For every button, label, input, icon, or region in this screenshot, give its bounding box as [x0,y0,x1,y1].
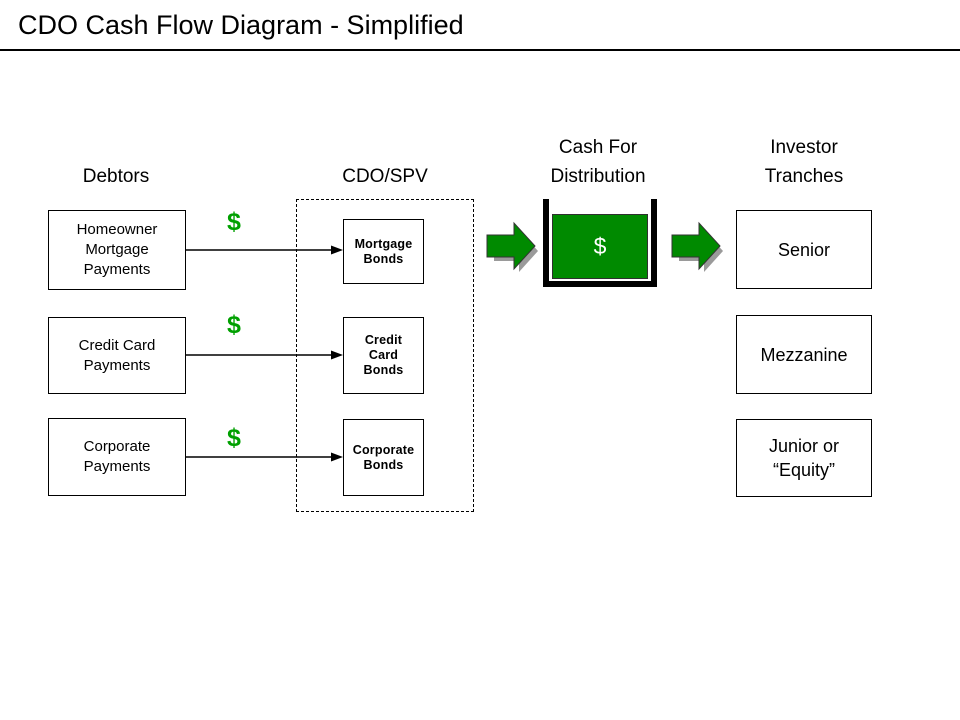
debtor-box-homeowner-mortgage-payments[interactable]: Homeowner Mortgage Payments [48,210,186,290]
tranche-box-line-1: Junior or [768,436,840,456]
debtor-box-line-1: Homeowner [76,221,158,238]
bucket-wall-right [651,199,657,287]
bond-box-credit-card-bonds[interactable]: Credit Card Bonds [343,317,424,394]
bond-box-line-1: Credit [364,333,403,347]
column-header-investor-tranches: Investor Tranches [734,133,874,191]
column-header-debtors: Debtors [82,166,150,187]
bond-box-mortgage-bonds[interactable]: Mortgage Bonds [343,219,424,284]
title-divider [0,49,960,51]
tranche-box-senior[interactable]: Senior [736,210,872,289]
debtor-box-line-2: Payments [83,356,151,374]
tranche-box-mezzanine[interactable]: Mezzanine [736,315,872,394]
column-header-cash-line-2: Distribution [550,166,646,187]
debtor-box-credit-card-payments[interactable]: Credit Card Payments [48,317,186,394]
connector-arrow-creditcard-to-creditcardbonds [185,350,343,360]
bucket-dollar-symbol: $ [593,233,607,259]
page-title: CDO Cash Flow Diagram - Simplified [18,10,464,40]
debtor-box-line-3: Payments [83,261,151,278]
bucket-cash-fill: $ [552,214,648,279]
debtor-box-line-2: Mortgage [85,241,149,258]
cash-flow-dollar-label-2: $ [227,311,241,339]
column-header-investor-line-2: Tranches [764,166,844,187]
debtor-box-corporate-payments[interactable]: Corporate Payments [48,418,186,496]
tranche-box-line-2: “Equity” [772,460,835,480]
tranche-box-line-1: Senior [777,239,831,260]
bond-box-corporate-bonds[interactable]: Corporate Bonds [343,419,424,496]
column-header-cash-for-distribution: Cash For Distribution [528,133,668,191]
debtor-box-line-2: Payments [83,458,151,475]
column-header-cdo-spv: CDO/SPV [342,166,428,187]
right-block-arrow-icon-outbound [671,221,723,272]
bond-box-line-1: Mortgage [354,236,413,251]
cash-flow-dollar-label-3: $ [227,424,241,452]
tranche-box-line-1: Mezzanine [760,344,848,365]
column-header-cash-line-1: Cash For [558,137,638,158]
debtor-box-line-1: Credit Card [78,336,156,354]
cash-bucket: $ [540,199,660,292]
bond-box-line-2: Card [368,348,399,362]
tranche-box-junior-equity[interactable]: Junior or “Equity” [736,419,872,497]
connector-arrow-corporate-to-corporatebonds [185,452,343,462]
bucket-wall-left [543,199,549,287]
bond-box-line-1: Corporate [352,442,415,457]
bucket-floor [543,281,657,287]
connector-arrow-homeowner-to-mortgage [185,245,343,255]
right-block-arrow-icon-inbound [486,221,538,272]
bond-box-line-3: Bonds [363,363,404,377]
bond-box-line-2: Bonds [363,251,404,266]
cash-flow-dollar-label-1: $ [227,208,241,236]
debtor-box-line-1: Corporate [83,438,151,455]
column-header-investor-line-1: Investor [770,137,838,158]
bond-box-line-2: Bonds [363,457,404,472]
